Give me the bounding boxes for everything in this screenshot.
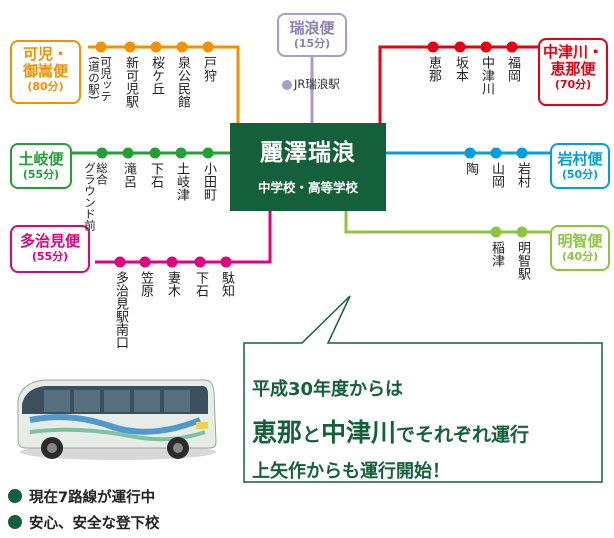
feature-text: 安心、安全な登下校 (29, 516, 160, 532)
callout-bubble (243, 295, 603, 483)
stop-label: 駄知 (219, 271, 234, 297)
stop-label: 滝呂 (121, 162, 136, 188)
route-name: 岩村便 (557, 150, 603, 168)
stop-label: 戸狩 (201, 56, 216, 82)
stop-dots-nakatsugawa (427, 41, 518, 53)
stop-label: 稲津 (489, 241, 504, 267)
stop-dots-tajimi (114, 256, 232, 268)
callout-rest: でそれぞれ運行 (396, 424, 530, 446)
stop-jr-mizunami: JR瑞浪駅 (282, 76, 340, 92)
route-box-nakatsugawa: 中津川・ 恵那便 (70分) (538, 38, 608, 106)
stop-label: 妻木 (165, 271, 180, 297)
stop-label: 笠原 (138, 271, 153, 297)
stop-dot (282, 79, 292, 90)
bullet-dot-icon (8, 489, 22, 503)
stop-label: 多治見駅南口 (113, 271, 128, 349)
stop-label: 岩村 (515, 162, 530, 188)
bus-illustration (17, 379, 217, 460)
route-name: 可児・ 御嵩便 (22, 45, 68, 80)
stop-dots-iwamura (464, 147, 528, 159)
feature-item: 現在7路線が運行中 (8, 486, 160, 512)
route-box-toki: 土岐便 (55分) (10, 143, 72, 189)
stop-dots-kani (95, 41, 214, 53)
route-time: (50分) (561, 168, 599, 181)
stop-label: 陶 (463, 162, 478, 175)
stop-label: JR瑞浪駅 (294, 77, 340, 91)
stop-label: 小田町 (201, 162, 216, 201)
stop-label: 桜ケ丘 (149, 56, 164, 95)
route-line-akechi (344, 211, 550, 234)
callout-line-1: 平成30年度からは (252, 379, 404, 400)
callout-nakatsugawa: 中津川 (321, 418, 397, 447)
route-time: (15分) (293, 37, 331, 50)
callout-ena: 恵那 (252, 418, 303, 447)
stop-label: 下石 (193, 271, 208, 297)
route-line-kani (88, 45, 240, 123)
callout-line-2: 恵那と中津川でそれぞれ運行 (252, 413, 529, 449)
route-box-kani: 可児・ 御嵩便 (80分) (10, 40, 81, 104)
school-box: 麗澤瑞浪 中学校・高等学校 (230, 123, 386, 211)
route-name: 土岐便 (18, 150, 64, 168)
route-time: (55分) (22, 168, 60, 181)
stop-label: 新可児駅 (123, 56, 138, 108)
school-subtitle: 中学校・高等学校 (257, 180, 358, 195)
stop-label: 明智駅 (515, 241, 530, 280)
route-name: 瑞浪便 (289, 19, 335, 37)
stop-label: 中津川 (479, 56, 494, 95)
route-box-tajimi: 多治見便 (55分) (10, 225, 90, 273)
stop-label: 下石 (148, 162, 163, 188)
stop-label: 坂本 (453, 56, 468, 82)
bullet-dot-icon (8, 515, 22, 529)
feature-item: 安心、安全な登下校 (8, 512, 160, 538)
stop-label: 福岡 (505, 56, 520, 82)
route-name: 明智便 (557, 232, 603, 250)
route-line-tajimi (95, 211, 272, 264)
callout-to: と (302, 424, 322, 446)
route-time: (55分) (31, 250, 69, 263)
route-name: 中津川・ 恵那便 (542, 43, 603, 78)
feature-text: 現在7路線が運行中 (29, 490, 156, 506)
stop-label: 可児ッテ (道の駅) (87, 56, 113, 102)
stop-label: 山岡 (489, 162, 504, 188)
route-time: (40分) (561, 250, 599, 263)
stop-dots-akechi (490, 226, 528, 238)
stop-label: 総合 グラウンド前 (83, 162, 109, 231)
callout-line-3: 上矢作からも運行開始！ (252, 461, 450, 482)
route-time: (80分) (27, 80, 64, 93)
school-name: 麗澤瑞浪 (260, 140, 356, 166)
stop-label: 恵那 (426, 56, 441, 82)
feature-list: 現在7路線が運行中 安心、安全な登下校 (8, 486, 160, 538)
route-name: 多治見便 (19, 232, 80, 250)
stop-label: 泉公民館 (175, 56, 190, 108)
stop-dots-toki (96, 147, 214, 159)
route-box-akechi: 明智便 (40分) (550, 225, 610, 271)
route-time: (70分) (554, 78, 592, 91)
route-box-iwamura: 岩村便 (50分) (550, 143, 610, 189)
route-box-mizunami: 瑞浪便 (15分) (277, 13, 347, 57)
stop-label: 土岐津 (174, 162, 189, 201)
